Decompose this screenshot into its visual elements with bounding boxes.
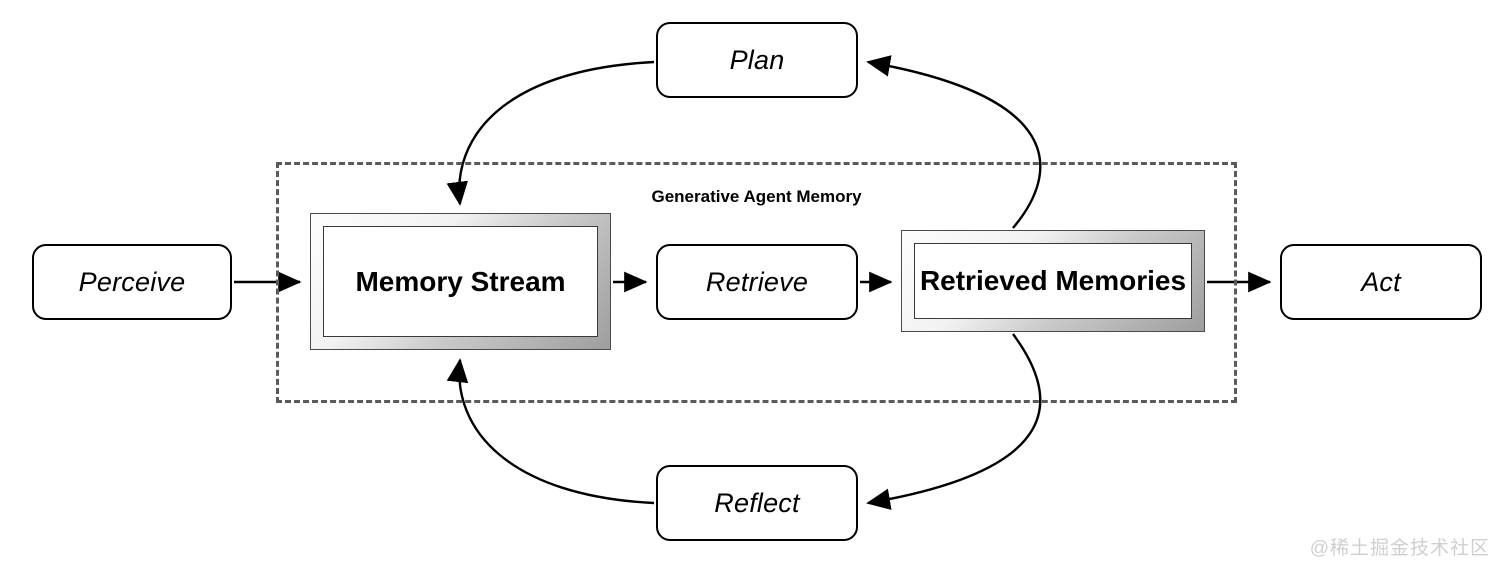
node-retrieve-label: Retrieve bbox=[705, 266, 809, 297]
node-perceive[interactable]: Perceive bbox=[32, 244, 232, 320]
node-memory-stream-label: Memory Stream bbox=[355, 265, 566, 297]
arrow-retrieved-memories-to-plan bbox=[866, 55, 1042, 229]
generative-agent-memory-label: Generative Agent Memory bbox=[651, 187, 862, 206]
node-reflect[interactable]: Reflect bbox=[656, 465, 858, 541]
node-perceive-label: Perceive bbox=[78, 266, 186, 297]
node-memory-stream-inner: Memory Stream bbox=[323, 226, 598, 337]
node-retrieve[interactable]: Retrieve bbox=[656, 244, 858, 320]
node-act[interactable]: Act bbox=[1280, 244, 1482, 320]
node-reflect-label: Reflect bbox=[714, 487, 800, 518]
node-retrieved-memories[interactable]: Retrieved Memories bbox=[901, 230, 1205, 332]
arrow-retrieved-memories-to-reflect bbox=[866, 333, 1042, 510]
arrow-plan-to-memory-stream bbox=[446, 60, 655, 206]
node-plan-label: Plan bbox=[729, 44, 785, 75]
generative-agent-memory-container bbox=[276, 162, 1237, 403]
node-retrieved-memories-inner: Retrieved Memories bbox=[914, 243, 1192, 319]
arrow-reflect-to-memory-stream bbox=[446, 358, 655, 505]
node-memory-stream[interactable]: Memory Stream bbox=[310, 213, 611, 350]
node-plan[interactable]: Plan bbox=[656, 22, 858, 98]
node-act-label: Act bbox=[1361, 266, 1401, 297]
node-retrieved-memories-label: Retrieved Memories bbox=[919, 265, 1187, 296]
watermark: @稀土掘金技术社区 bbox=[1309, 538, 1490, 559]
